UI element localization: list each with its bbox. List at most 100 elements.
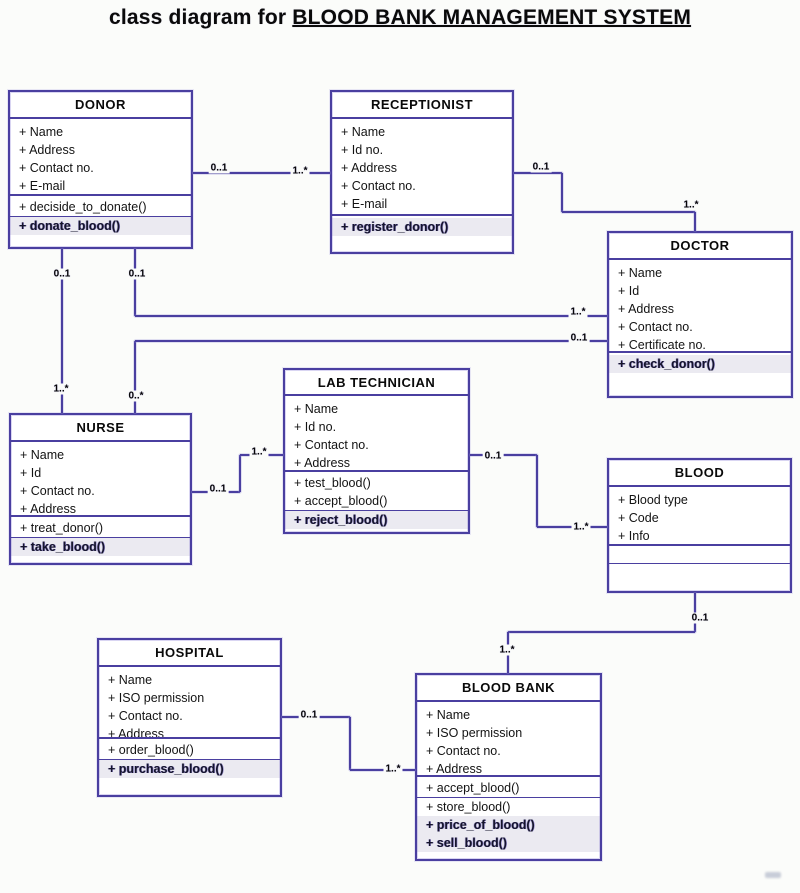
method-row: + accept_blood()	[417, 779, 600, 798]
multiplicity-label: 0..1	[568, 332, 590, 344]
page-title-prefix: class diagram for	[108, 6, 293, 29]
class-title: LAB TECHNICIAN	[285, 370, 468, 396]
attribute-row: + Name	[341, 125, 386, 139]
connector-donor-nurse	[61, 249, 63, 413]
attribute-row: + E-mail	[341, 197, 388, 211]
attribute-row: + Name	[294, 402, 339, 416]
attribute-row: + Name	[618, 266, 663, 280]
attribute-row: + Contact no.	[618, 320, 693, 334]
multiplicity-label: 0..1	[51, 268, 73, 280]
method-row: + sell_blood()	[417, 834, 600, 852]
attribute-row: + Address	[20, 502, 76, 516]
method-row: + deciside_to_donate()	[10, 198, 191, 217]
attributes-section: + Name + Id + Address + Contact no. + Certif…	[609, 260, 791, 353]
attribute-row: + Blood type	[618, 493, 688, 507]
attributes-section: + Name+ Address+ Contact no.+ E-mail	[10, 119, 191, 196]
method-row: + price_of_blood()	[417, 816, 600, 834]
connector-donor-doctor	[134, 249, 136, 316]
attribute-row: + Id no.	[341, 143, 384, 157]
methods-section: + check_donor()	[609, 353, 791, 396]
attribute-row: + ISO permission	[426, 726, 523, 740]
attribute-row: + Address	[618, 302, 674, 316]
attribute-row: + E-mail	[19, 179, 66, 193]
connector-receptionist-doctor	[694, 212, 696, 231]
attribute-row: + Certificate no.	[618, 338, 706, 352]
method-row: + check_donor()	[609, 355, 791, 373]
attribute-row: + Address	[294, 456, 350, 470]
multiplicity-label: 0..1	[530, 161, 552, 173]
class-box-blood: BLOOD+ Blood type+ Code+ Info	[607, 458, 792, 593]
attributes-section: + Name + Id no. + Contact no. + Address	[285, 396, 468, 472]
attributes-section: + Blood type+ Code+ Info	[609, 487, 790, 546]
method-row: + donate_blood()	[10, 217, 191, 235]
multiplicity-label: 1..*	[497, 644, 517, 656]
class-box-lab-technician: LAB TECHNICIAN + Name + Id no. + Contact no…	[283, 368, 470, 534]
connector-nurse-doctor	[135, 340, 607, 342]
class-title: BLOOD BANK	[417, 675, 600, 702]
connector-lab-technician-blood	[536, 455, 538, 527]
method-row: + register_donor()	[332, 218, 512, 236]
attribute-row: + Contact no.	[426, 744, 501, 758]
multiplicity-label: 0..1	[298, 709, 320, 721]
connector-donor-receptionist	[193, 172, 330, 174]
class-box-doctor: DOCTOR+ Name+ Id+ Address+ Contact no.+ …	[607, 231, 793, 398]
attributes-section: + Name+ Id no.+ Address+ Contact no.+ E-…	[332, 119, 512, 216]
method-row: + test_blood()	[294, 476, 371, 490]
attributes-section: + Name+ Id+ Contact no.+ Address	[11, 442, 190, 517]
multiplicity-label: 1..*	[571, 521, 591, 533]
methods-section	[609, 546, 790, 591]
methods-section: + order_blood()+ purchase_blood()	[99, 739, 280, 795]
multiplicity-label: 0..1	[208, 162, 230, 174]
connector-hospital-blood-bank	[350, 769, 415, 771]
page-title: class diagram for BLOOD BANK MANAGEMENT …	[0, 6, 800, 30]
attributes-section: + Name + ISO permission + Contact no. + Add…	[99, 667, 280, 739]
class-title: BLOOD	[609, 460, 790, 487]
attribute-row: + Contact no.	[294, 438, 369, 452]
attribute-row: + Address	[19, 143, 75, 157]
methods-section: + deciside_to_donate()+ donate_blood()	[10, 196, 191, 247]
connector-nurse-doctor	[134, 341, 136, 413]
method-row	[609, 548, 790, 564]
attribute-row: + Id	[618, 284, 640, 298]
multiplicity-label: 0..*	[126, 390, 146, 402]
method-row: + order_blood()	[99, 741, 280, 760]
connector-donor-doctor	[135, 315, 607, 317]
multiplicity-label: 1..*	[383, 763, 403, 775]
attribute-row: + Id no.	[294, 420, 337, 434]
class-box-receptionist: RECEPTIONIST+ Name+ Id no.+ Address+ Con…	[330, 90, 514, 254]
class-title: DOCTOR	[609, 233, 791, 260]
method-row: + accept_blood()	[285, 492, 468, 511]
multiplicity-label: 1..*	[290, 165, 310, 177]
attribute-row: + Name	[19, 125, 64, 139]
method-row: + treat_donor()	[11, 519, 190, 538]
multiplicity-label: 0..1	[207, 483, 229, 495]
method-row: + purchase_blood()	[99, 760, 280, 778]
class-title: HOSPITAL	[99, 640, 280, 667]
connector-receptionist-doctor	[514, 172, 562, 174]
attribute-row: + Address	[108, 727, 164, 739]
method-row: + take_blood()	[11, 538, 190, 556]
attribute-row: + Name	[108, 673, 153, 687]
watermark-smudge	[765, 872, 781, 878]
connector-blood-blood-bank	[508, 631, 695, 633]
class-title: NURSE	[11, 415, 190, 442]
attributes-section: + Name+ ISO permission+ Contact no.+ Add…	[417, 702, 600, 777]
class-box-blood-bank: BLOOD BANK+ Name+ ISO permission+ Contac…	[415, 673, 602, 861]
attribute-row: + Contact no.	[108, 709, 183, 723]
method-row: + reject_blood()	[285, 511, 468, 529]
multiplicity-label: 1..*	[568, 306, 588, 318]
class-box-nurse: NURSE+ Name+ Id+ Contact no.+ Address + t…	[9, 413, 192, 565]
method-row: + store_blood()	[426, 800, 511, 814]
methods-section: + register_donor()	[332, 216, 512, 252]
page-title-main: BLOOD BANK MANAGEMENT SYSTEM	[292, 6, 692, 29]
multiplicity-label: 0..1	[126, 268, 148, 280]
multiplicity-label: 0..1	[689, 612, 711, 624]
methods-section: + accept_blood() + store_blood() + price_o…	[417, 777, 600, 859]
attribute-row: + Address	[341, 161, 397, 175]
attribute-row: + Name	[20, 448, 65, 462]
class-title: RECEPTIONIST	[332, 92, 512, 119]
connector-receptionist-doctor	[562, 211, 695, 213]
attribute-row: + ISO permission	[108, 691, 205, 705]
methods-section: + test_blood() + accept_blood()+ reject_b…	[285, 472, 468, 532]
